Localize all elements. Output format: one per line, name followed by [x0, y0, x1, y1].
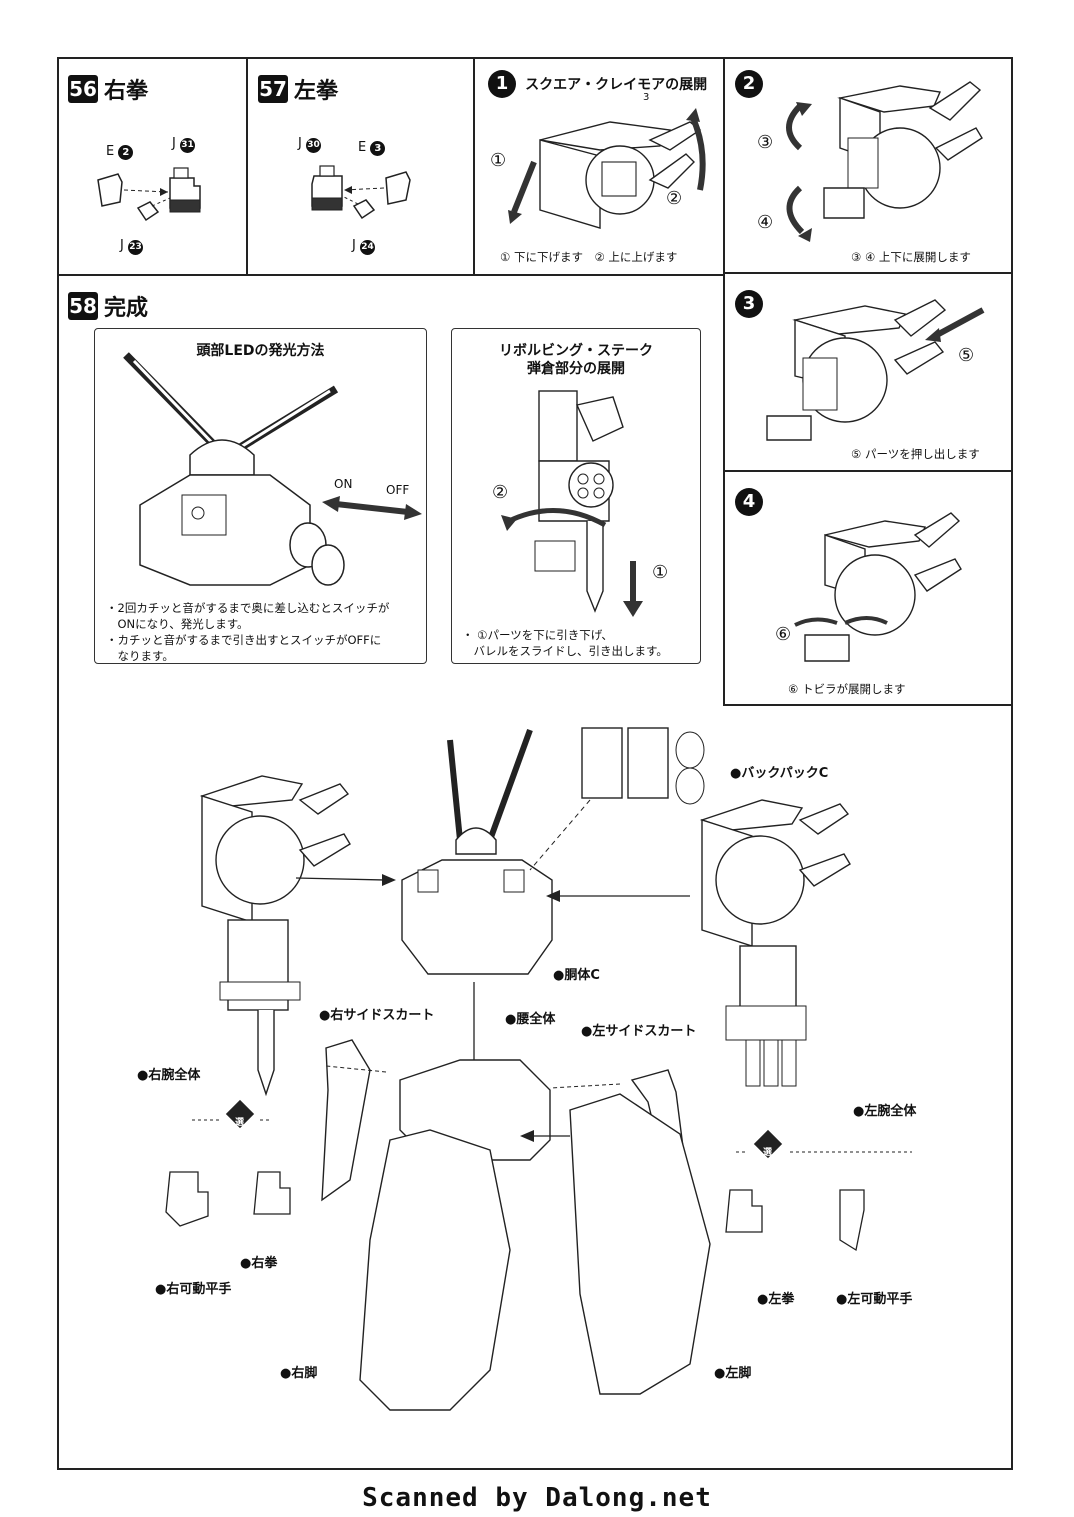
led-note: ・2回カチッと音がするまで奥に差し込むとスイッチが ONになり、発光します。 ・… — [106, 600, 421, 664]
step-57-drawing — [311, 165, 411, 220]
claymore-sub3-number: 3 — [735, 290, 763, 318]
step-57-title: 左拳 — [294, 79, 339, 104]
label-torso: ●胴体C — [553, 968, 600, 983]
led-on-off-arrow — [322, 496, 422, 520]
divider-57-claymore — [473, 57, 475, 275]
label-left-fist: ●左拳 — [757, 1292, 795, 1307]
claymore-sub2-caption: ③ ④ 上下に展開します — [851, 250, 971, 264]
led-on-label: ON — [334, 477, 353, 491]
label-right-open-hand: ●右可動平手 — [155, 1282, 232, 1297]
divider-sub2-sub3 — [723, 272, 1013, 274]
claymore-sub4-number: 4 — [735, 488, 763, 516]
led-info-box — [94, 328, 427, 664]
claymore-title: スクエア・クレイモアの展開 — [525, 77, 708, 93]
stake-drawing — [501, 390, 643, 617]
claymore-header: 1 スクエア・クレイモアの展開 — [488, 70, 707, 98]
choice-mark-left: 選 — [763, 1148, 773, 1158]
led-note-line1: ・2回カチッと音がするまで奥に差し込むとスイッチが — [106, 601, 390, 615]
label-waist: ●腰全体 — [505, 1012, 556, 1027]
stake-note-line1: ・ ①パーツを下に引き下げ、 — [462, 628, 613, 642]
claymore-sub2-mark4: ④ — [757, 212, 774, 233]
divider-sub3-sub4 — [723, 470, 1013, 472]
claymore-sub4-mark6: ⑥ — [775, 624, 792, 645]
led-off-label: OFF — [386, 483, 410, 497]
label-backpack: ●バックパックC — [730, 766, 829, 781]
stake-mark2: ② — [492, 482, 509, 503]
claymore-sub4-drawing — [794, 512, 962, 662]
claymore-sub2-number: 2 — [735, 70, 763, 98]
step-56-number: 56 — [68, 75, 98, 103]
page-number-mark: 3 — [643, 92, 650, 103]
claymore-sub1-caption: ① 下に下げます ② 上に上げます — [500, 250, 678, 264]
label-left-arm: ●左腕全体 — [853, 1104, 917, 1119]
claymore-sub1-mark1: ① — [490, 150, 507, 171]
step-56-part-j-top: J 31 — [172, 136, 195, 153]
label-left-leg: ●左脚 — [714, 1366, 752, 1381]
led-note-line1b: ONになり、発光します。 — [106, 617, 249, 631]
claymore-sub2-drawing — [786, 81, 983, 242]
stake-info-box — [451, 328, 701, 664]
step-56-part-j-bottom: J 23 — [120, 238, 143, 255]
label-right-fist: ●右拳 — [240, 1256, 278, 1271]
step-57-part-e: E 3 — [358, 140, 386, 156]
claymore-sub4-caption: ⑥ トビラが展開します — [788, 682, 906, 696]
step-57-part-j-bottom: J 24 — [352, 238, 375, 255]
choice-mark-right: 選 — [235, 1118, 245, 1128]
label-left-skirt: ●左サイドスカート — [581, 1024, 697, 1039]
claymore-sub3-mark5: ⑤ — [958, 345, 975, 366]
label-right-arm: ●右腕全体 — [137, 1068, 201, 1083]
claymore-sub2-mark3: ③ — [757, 132, 774, 153]
claymore-sub1-mark2: ② — [666, 188, 683, 209]
stake-box-title2: 弾倉部分の展開 — [527, 361, 625, 377]
step-56-drawing — [97, 167, 201, 222]
led-box-title: 頭部LEDの発光方法 — [196, 343, 325, 359]
divider-56-57 — [246, 57, 248, 275]
label-left-open-hand: ●左可動平手 — [836, 1292, 913, 1307]
claymore-sub1-drawing — [508, 108, 706, 229]
final-assembly-drawing — [165, 727, 912, 1411]
stake-note: ・ ①パーツを下に引き下げ、 バレルをスライドし、引き出します。 — [462, 627, 692, 659]
divider-top-row — [57, 274, 725, 276]
claymore-sub2-badge: 2 — [735, 70, 763, 98]
page-frame — [57, 57, 1013, 1470]
stake-box-title1: リボルビング・ステーク — [499, 343, 653, 359]
step-58-number: 58 — [68, 292, 98, 320]
claymore-sub1-number: 1 — [488, 70, 516, 98]
led-note-line2: ・カチッと音がするまで引き出すとスイッチがOFFに — [106, 633, 382, 647]
step-58-title: 完成 — [104, 296, 149, 321]
label-right-leg: ●右脚 — [280, 1366, 318, 1381]
scan-footer: Scanned by Dalong.net — [362, 1483, 712, 1513]
stake-note-line1b: バレルをスライドし、引き出します。 — [462, 644, 668, 658]
step-57-number: 57 — [258, 75, 288, 103]
claymore-sub3-badge: 3 — [735, 290, 763, 318]
divider-claymore-right — [723, 57, 725, 705]
step-56-part-e: E 2 — [106, 144, 134, 160]
led-head-drawing — [123, 352, 345, 586]
step-56-title: 右拳 — [104, 79, 149, 104]
claymore-sub3-caption: ⑤ パーツを押し出します — [851, 447, 980, 461]
claymore-sub3-drawing — [766, 299, 985, 441]
led-note-line2b: なります。 — [106, 649, 174, 663]
step-57-part-j-top: J 30 — [298, 136, 321, 153]
label-right-skirt: ●右サイドスカート — [319, 1008, 435, 1023]
stake-mark1: ① — [652, 562, 669, 583]
divider-claymore-bottom — [723, 704, 1013, 706]
claymore-sub4-badge: 4 — [735, 488, 763, 516]
